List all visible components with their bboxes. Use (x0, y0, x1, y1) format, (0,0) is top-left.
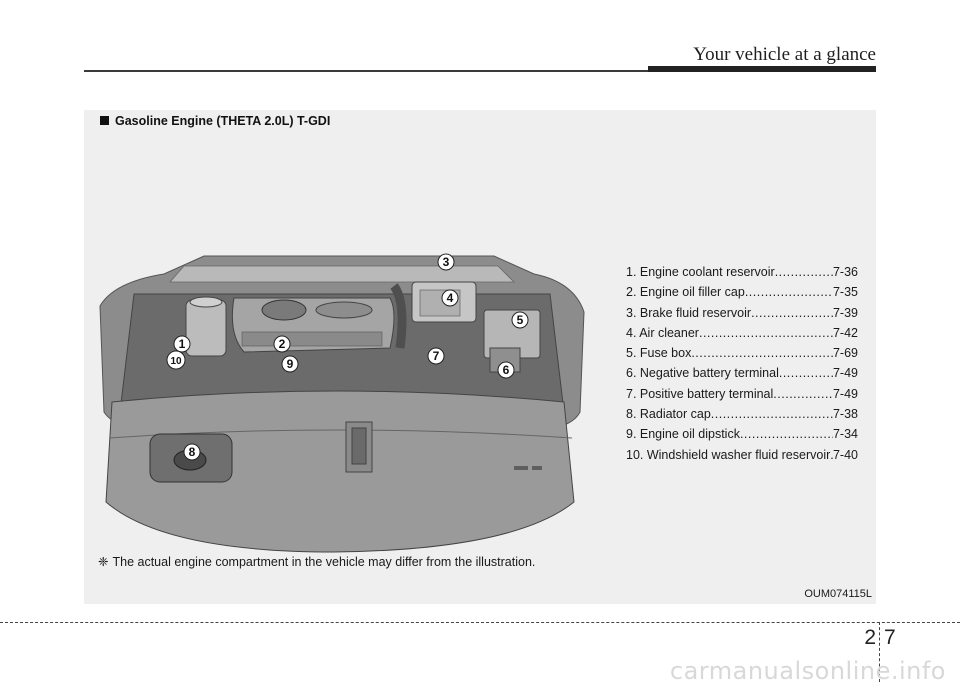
header-rule-accent (648, 66, 876, 72)
list-item: 4. Air cleaner7-42 (626, 323, 858, 343)
list-item: 6. Negative battery terminal7-49 (626, 363, 858, 383)
list-item: 2. Engine oil filler cap7-35 (626, 282, 858, 302)
callout-4: 4 (442, 290, 458, 306)
square-bullet-icon (100, 116, 109, 125)
callout-10: 10 (167, 351, 185, 369)
callout-label: 7 (433, 349, 440, 363)
callout-label: 5 (517, 313, 524, 327)
figure-panel: Gasoline Engine (THETA 2.0L) T-GDI (84, 110, 876, 604)
footer-rule (0, 622, 960, 623)
section-title: Gasoline Engine (THETA 2.0L) T-GDI (100, 114, 330, 128)
callout-7: 7 (428, 348, 444, 364)
section-title-text: Gasoline Engine (THETA 2.0L) T-GDI (115, 114, 330, 128)
callout-3: 3 (438, 254, 454, 270)
chapter-number: 2 (836, 626, 876, 650)
list-item: 1. Engine coolant reservoir7-36 (626, 262, 858, 282)
note-text: The actual engine compartment in the veh… (112, 555, 535, 569)
callout-label: 2 (279, 337, 286, 351)
engine-compartment-illustration: 1 2 3 4 5 6 7 8 9 10 (94, 252, 588, 558)
page-number-value: 7 (884, 626, 896, 650)
list-item: 3. Brake fluid reservoir7-39 (626, 303, 858, 323)
watermark: carmanualsonline.info (670, 657, 946, 685)
callout-label: 3 (443, 255, 450, 269)
callout-label: 10 (170, 356, 182, 367)
callout-2: 2 (274, 336, 290, 352)
callout-1: 1 (174, 336, 190, 352)
figure-code: OUM074115L (804, 588, 872, 600)
note-symbol-icon: ❈ (98, 555, 108, 569)
callout-5: 5 (512, 312, 528, 328)
header-title: Your vehicle at a glance (693, 44, 876, 66)
illustration-note: ❈ The actual engine compartment in the ve… (98, 554, 535, 569)
list-item: 5. Fuse box7-69 (626, 343, 858, 363)
list-item: 10. Windshield washer fluid reservoir7-4… (626, 445, 858, 465)
list-item: 9. Engine oil dipstick7-34 (626, 424, 858, 444)
callout-label: 6 (503, 363, 510, 377)
callout-8: 8 (184, 444, 200, 460)
callout-9: 9 (282, 356, 298, 372)
callout-label: 4 (447, 291, 454, 305)
callout-6: 6 (498, 362, 514, 378)
callout-label: 9 (287, 357, 294, 371)
callout-label: 1 (179, 337, 186, 351)
list-item: 7. Positive battery terminal7-49 (626, 384, 858, 404)
callout-label: 8 (189, 445, 196, 459)
parts-list: 1. Engine coolant reservoir7-36 2. Engin… (626, 262, 858, 465)
page-number: 2 7 (836, 622, 896, 662)
list-item: 8. Radiator cap7-38 (626, 404, 858, 424)
